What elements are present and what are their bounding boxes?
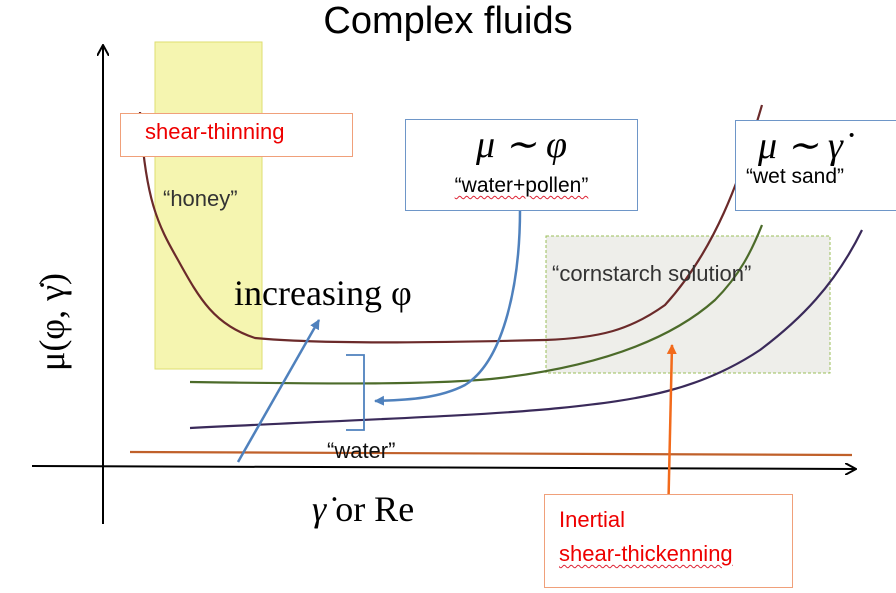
inertial-arrow bbox=[666, 344, 677, 523]
increasing-phi-label: increasing φ bbox=[234, 273, 412, 313]
x-axis bbox=[31, 466, 855, 469]
pollen-arrow bbox=[374, 209, 522, 406]
mu-phi-box: μ ∼ φ “water+pollen” bbox=[405, 119, 638, 211]
wet-sand-label: “wet sand” bbox=[746, 165, 845, 188]
y-axis-label: μ(φ, γ̇) bbox=[32, 273, 72, 371]
cornstarch-region bbox=[545, 235, 831, 374]
honey-curve bbox=[138, 104, 764, 344]
x-axis-label-gamma: γ̇ bbox=[312, 489, 327, 529]
water-pollen-label: “water+pollen” bbox=[406, 174, 637, 198]
honey-highlight-region bbox=[154, 41, 263, 370]
inertial-label-line2-text: shear-thickenning bbox=[559, 541, 733, 566]
inertial-label-line2: shear-thickenning bbox=[559, 541, 733, 567]
honey-label: “honey” bbox=[163, 186, 238, 211]
water-pollen-text: “water+pollen” bbox=[454, 174, 589, 197]
mu-gammadot-law: μ ∼ γ̇ bbox=[758, 125, 843, 167]
inertial-shear-thickening-box: Inertial shear-thickenning bbox=[544, 494, 793, 588]
increasing-phi-arrow bbox=[236, 319, 321, 463]
cornstarch-curve bbox=[189, 229, 863, 430]
water-curve bbox=[129, 450, 853, 457]
shear-thinning-label: shear-thinning bbox=[145, 119, 285, 144]
x-axis-label: γ̇ or Re bbox=[312, 488, 414, 530]
water-pollen-curve bbox=[189, 224, 764, 385]
inertial-label-line1: Inertial bbox=[559, 507, 626, 532]
page-title: Complex fluids bbox=[323, 0, 573, 42]
mu-gammadot-box: μ ∼ γ̇ “wet sand” bbox=[735, 120, 896, 211]
cornstarch-label: “cornstarch solution” bbox=[552, 261, 752, 286]
water-label: “water” bbox=[327, 438, 396, 463]
x-axis-label-rest: or Re bbox=[326, 489, 415, 529]
shear-thinning-box: shear-thinning bbox=[120, 113, 353, 157]
water-bracket bbox=[346, 354, 365, 431]
mu-phi-law: μ ∼ φ bbox=[476, 124, 567, 166]
